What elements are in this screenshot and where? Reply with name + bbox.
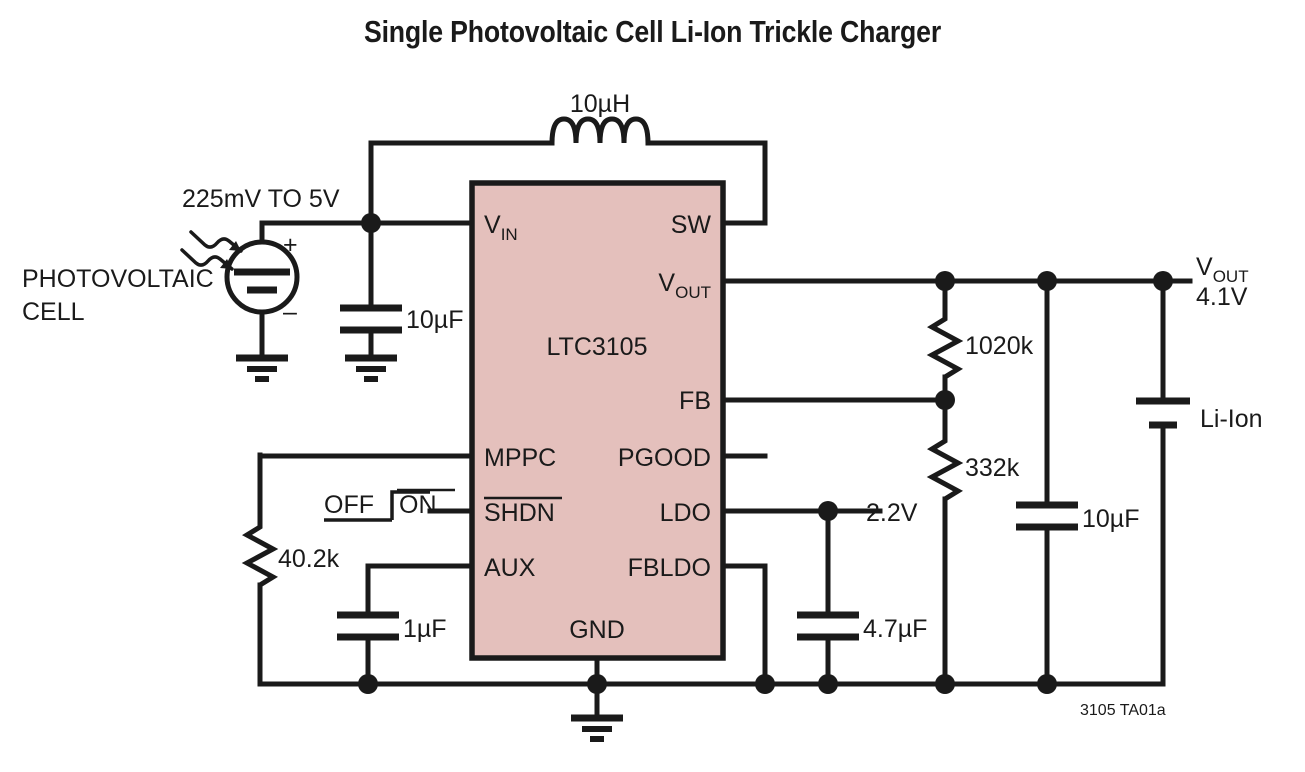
value-cap-ldo: 4.7µF	[863, 615, 927, 643]
junction-gnd-fbldo	[755, 674, 775, 694]
junction-gnd-outcap	[1037, 674, 1057, 694]
figure-id: 3105 TA01a	[1080, 702, 1166, 719]
pv-plus-sign: +	[283, 231, 298, 259]
pv-cell-label-line2: CELL	[22, 298, 85, 326]
pin-label-gnd: GND	[569, 616, 625, 644]
pv-cell-label-line1: PHOTOVOLTAIC	[22, 265, 214, 293]
wire-inductor-right-to-sw	[645, 140, 768, 226]
net-label-vout-value: 4.1V	[1196, 283, 1248, 311]
pin-label-vout: VOUT	[658, 269, 711, 302]
junction-gnd-divider	[935, 674, 955, 694]
inductor-coil	[549, 116, 651, 144]
pin-label-fb: FB	[679, 387, 711, 415]
value-cap-input: 10µF	[406, 306, 463, 334]
junction-vout-cap	[1037, 271, 1057, 291]
value-cap-output: 10µF	[1082, 505, 1139, 533]
net-label-vout: VOUT	[1196, 253, 1249, 286]
junction-fb-tap	[935, 390, 955, 410]
net-label-ldo-voltage: 2.2V	[866, 499, 918, 527]
ic-body-ltc3105[interactable]	[469, 180, 726, 661]
value-res-mppc: 40.2k	[278, 545, 340, 573]
resistor-40k2	[241, 521, 279, 588]
light-arrow-lower	[180, 248, 234, 271]
pin-label-shdn: SHDN	[484, 499, 555, 527]
source-range-label: 225mV TO 5V	[182, 185, 340, 213]
pv-cell-circle	[224, 239, 300, 315]
pv-minus-sign: –	[283, 298, 297, 326]
value-res-bottom: 332k	[965, 454, 1020, 482]
pin-label-ldo: LDO	[660, 499, 711, 527]
switch-step	[390, 490, 430, 520]
switch-on-label: ON	[399, 491, 437, 519]
value-battery: Li-Ion	[1200, 405, 1263, 433]
junction-ldo	[818, 501, 838, 521]
junction-gnd-cap47	[818, 674, 838, 694]
junction-gnd-ic	[587, 674, 607, 694]
resistor-332k	[926, 435, 964, 502]
light-arrow-upper	[189, 230, 243, 253]
wire-mppc	[257, 452, 475, 459]
junction-vout-divider	[935, 271, 955, 291]
junction-vout-battery	[1153, 271, 1173, 291]
switch-off-label: OFF	[324, 491, 374, 519]
pin-label-aux: AUX	[484, 554, 536, 582]
pin-label-sw: SW	[671, 211, 712, 239]
wire-fbldo	[720, 563, 768, 687]
value-cap-aux: 1µF	[403, 615, 447, 643]
pin-label-vin: VIN	[484, 211, 518, 244]
junction-gnd-aux	[358, 674, 378, 694]
junction-vin	[361, 213, 381, 233]
value-inductor: 10µH	[570, 90, 630, 118]
pin-label-pgood: PGOOD	[618, 444, 711, 472]
page-title: Single Photovoltaic Cell Li-Ion Trickle …	[363, 14, 942, 49]
light-arrow-lower-head	[220, 259, 232, 269]
wire-aux	[365, 563, 475, 618]
value-res-top: 1020k	[965, 332, 1034, 360]
pin-label-mppc: MPPC	[484, 444, 556, 472]
resistor-1020k	[926, 313, 964, 380]
ic-part-number: LTC3105	[547, 333, 648, 361]
light-arrow-upper-head	[229, 241, 241, 251]
pin-label-fbldo: FBLDO	[628, 554, 711, 582]
